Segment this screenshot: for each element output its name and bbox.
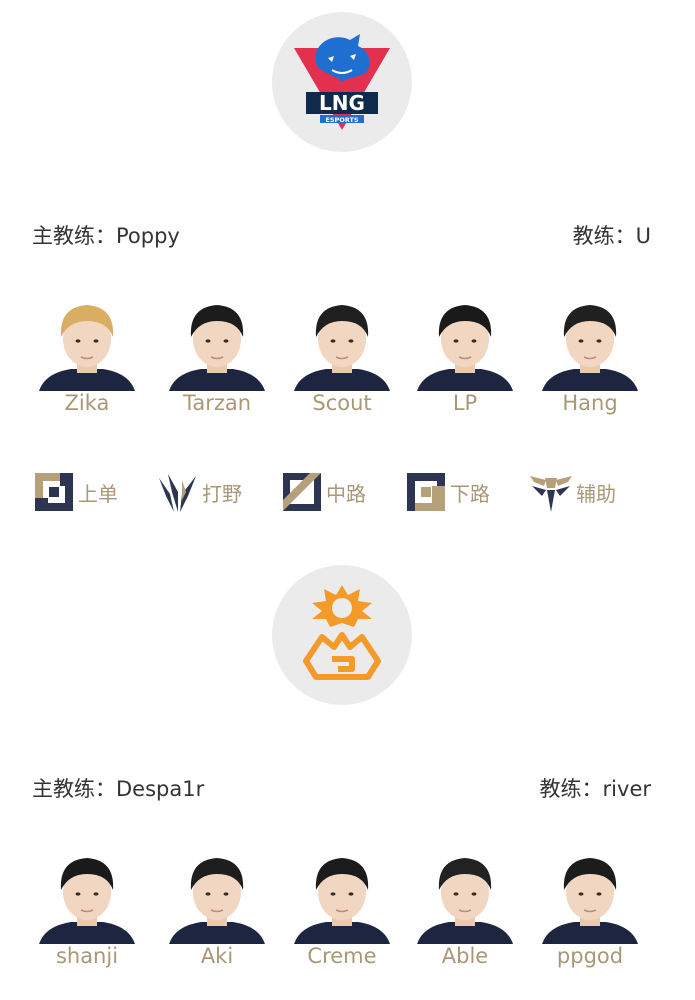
svg-text:LNG: LNG (319, 91, 365, 115)
role-top: 上单 (32, 468, 118, 516)
player-card: Scout (280, 295, 404, 435)
svg-text:ESPORTS: ESPORTS (325, 116, 359, 124)
player-photo (542, 858, 638, 944)
coach-label: 教练： (539, 777, 603, 801)
player-name: shanji (55, 944, 119, 968)
player-photo (294, 305, 390, 391)
role-label: 辅助 (576, 481, 616, 506)
head-coach-label: 主教练： (32, 224, 116, 248)
team1-coaches: 主教练：Poppy 教练：U (32, 218, 651, 252)
player-card: Able (403, 848, 527, 988)
coach-name: river (602, 777, 651, 801)
player-name: LP (452, 391, 478, 415)
player-name: Zika (64, 391, 110, 415)
team2-player-list: shanji Aki Creme Able ppgod (0, 848, 695, 988)
player-photo (39, 858, 135, 944)
player-card: Zika (25, 295, 149, 435)
player-photo (169, 858, 265, 944)
team2-coach: 教练：river (540, 773, 651, 803)
bot-lane-icon (407, 473, 445, 511)
player-name: Scout (312, 391, 372, 415)
team1-logo: LNG ESPORTS (272, 12, 412, 152)
player-card: Creme (280, 848, 404, 988)
ninjas-in-pyjamas-g-logo-icon (303, 585, 381, 680)
role-label: 打野 (202, 481, 242, 506)
role-label: 中路 (326, 481, 366, 506)
head-coach-label: 主教练： (32, 777, 116, 801)
player-card: Hang (528, 295, 652, 435)
player-card: shanji (25, 848, 149, 988)
team2-coaches: 主教练：Despa1r 教练：river (32, 771, 651, 805)
role-jungle: 打野 (156, 468, 242, 516)
role-label: 下路 (450, 481, 490, 506)
role-label: 上单 (78, 481, 118, 506)
team2-logo (272, 565, 412, 705)
head-coach-name: Despa1r (116, 777, 205, 801)
player-name: Creme (307, 944, 377, 968)
head-coach-name: Poppy (116, 224, 180, 248)
role-legend: 上单 打野 中路 下路 (0, 468, 695, 516)
player-card: ppgod (528, 848, 652, 988)
top-lane-icon (35, 473, 73, 511)
role-mid: 中路 (280, 468, 366, 516)
player-card: Tarzan (155, 295, 279, 435)
player-name: Aki (200, 944, 234, 968)
player-photo (39, 305, 135, 391)
coach-name: U (635, 224, 651, 248)
player-name: Tarzan (182, 391, 252, 415)
coach-label: 教练： (572, 224, 636, 248)
team1-head-coach: 主教练：Poppy (32, 220, 180, 250)
team1-player-list: Zika Tarzan Scout LP Hang (0, 295, 695, 435)
player-card: LP (403, 295, 527, 435)
jungle-icon (159, 474, 196, 512)
player-name: ppgod (556, 944, 624, 968)
player-name: Able (441, 944, 489, 968)
player-photo (169, 305, 265, 391)
team1-coach: 教练：U (573, 220, 651, 250)
player-photo (542, 305, 638, 391)
support-icon (530, 476, 572, 512)
role-support: 辅助 (528, 468, 616, 516)
team2-head-coach: 主教练：Despa1r (32, 773, 204, 803)
player-photo (417, 305, 513, 391)
lng-dragon-logo-icon: LNG ESPORTS (294, 34, 390, 130)
player-photo (417, 858, 513, 944)
mid-lane-icon (283, 473, 321, 511)
role-bot: 下路 (404, 468, 490, 516)
player-photo (294, 858, 390, 944)
player-name: Hang (562, 391, 618, 415)
player-card: Aki (155, 848, 279, 988)
